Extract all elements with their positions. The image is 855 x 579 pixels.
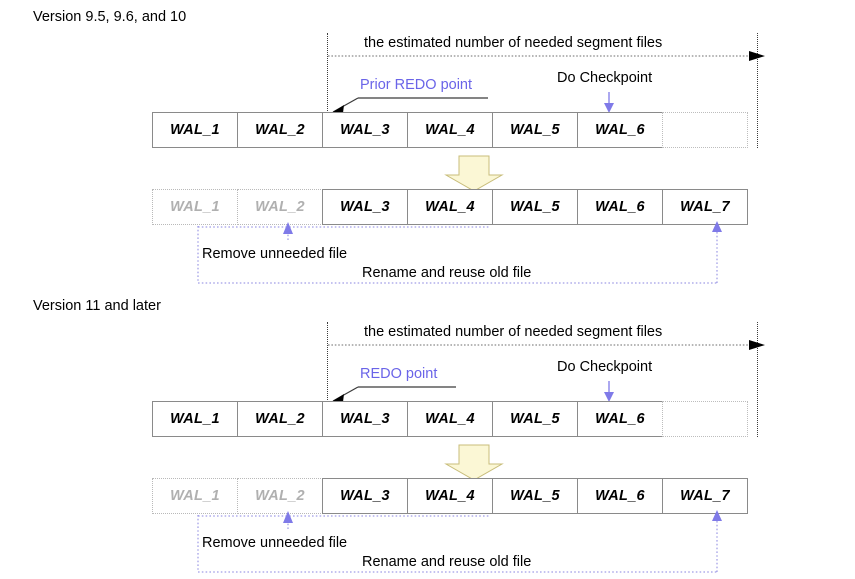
redo-point-label-v95: Prior REDO point: [360, 77, 473, 93]
section-title-v11: Version 11 and later: [33, 298, 161, 314]
wal-cell-wal_7: WAL_7: [662, 189, 748, 225]
wal-cell-wal_4: WAL_4: [407, 189, 493, 225]
checkpoint-label-v11: Do Checkpoint: [557, 359, 653, 375]
remove-label-v95: Remove unneeded file: [202, 246, 348, 262]
span-left-guide-v95: [327, 33, 328, 115]
rename-label-v95: Rename and reuse old file: [362, 265, 532, 281]
wal-cell-wal_6: WAL_6: [577, 189, 663, 225]
wal-cell-wal_3: WAL_3: [322, 478, 408, 514]
wal-cell-empty: [662, 401, 748, 437]
wal-cell-wal_2: WAL_2: [237, 478, 323, 514]
section-version-11: Version 11 and later the estimated numbe…: [0, 289, 855, 579]
span-label-v11: the estimated number of needed segment f…: [364, 324, 663, 340]
wal-cell-wal_1: WAL_1: [152, 401, 238, 437]
wal-cell-wal_6: WAL_6: [577, 478, 663, 514]
wal-cell-wal_5: WAL_5: [492, 478, 578, 514]
wal-cell-wal_3: WAL_3: [322, 112, 408, 148]
wal-cell-wal_6: WAL_6: [577, 112, 663, 148]
wal-cell-wal_5: WAL_5: [492, 189, 578, 225]
wal-cell-wal_5: WAL_5: [492, 401, 578, 437]
wal-cell-wal_3: WAL_3: [322, 401, 408, 437]
span-right-guide-v95: [757, 33, 758, 148]
wal-cell-wal_7: WAL_7: [662, 478, 748, 514]
wal-cell-wal_1: WAL_1: [152, 478, 238, 514]
redo-point-label-v11: REDO point: [360, 366, 438, 382]
wal-cell-wal_2: WAL_2: [237, 401, 323, 437]
wal-cell-wal_4: WAL_4: [407, 112, 493, 148]
wal-cell-empty: [662, 112, 748, 148]
wal-cell-wal_6: WAL_6: [577, 401, 663, 437]
wal-cell-wal_1: WAL_1: [152, 112, 238, 148]
remove-label-v11: Remove unneeded file: [202, 535, 348, 551]
span-label-v95: the estimated number of needed segment f…: [364, 35, 663, 51]
rename-label-v11: Rename and reuse old file: [362, 554, 532, 570]
wal-cell-wal_2: WAL_2: [237, 189, 323, 225]
wal-cell-wal_4: WAL_4: [407, 478, 493, 514]
wal-cell-wal_4: WAL_4: [407, 401, 493, 437]
wal-cell-wal_2: WAL_2: [237, 112, 323, 148]
wal-cell-wal_1: WAL_1: [152, 189, 238, 225]
wal-cell-wal_5: WAL_5: [492, 112, 578, 148]
section-title-v95: Version 9.5, 9.6, and 10: [33, 9, 187, 25]
section-version-9-5: Version 9.5, 9.6, and 10 the estimated n…: [33, 9, 765, 284]
checkpoint-label-v95: Do Checkpoint: [557, 70, 653, 86]
wal-cell-wal_3: WAL_3: [322, 189, 408, 225]
span-right-guide-v11: [757, 322, 758, 437]
span-left-guide-v11: [327, 322, 328, 404]
